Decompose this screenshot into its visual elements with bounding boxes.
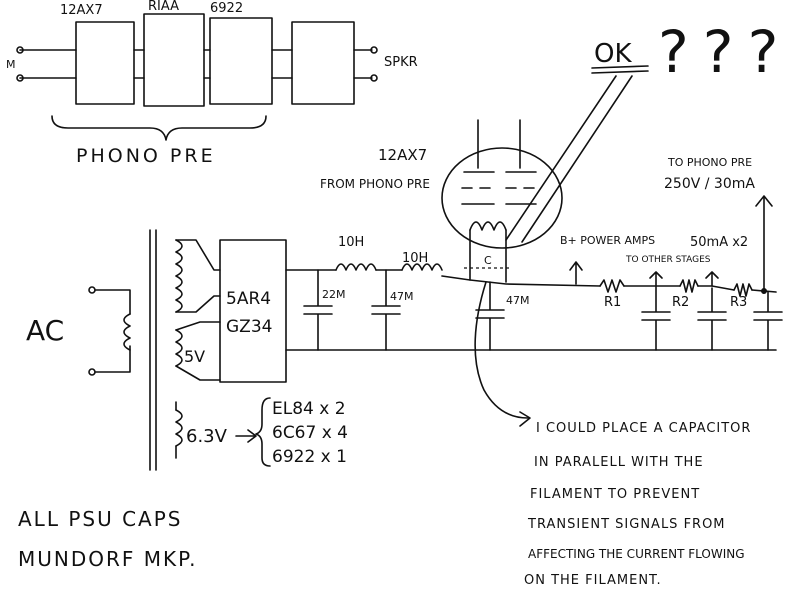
filament-arrow <box>235 429 257 443</box>
speaker-label: SPKR <box>384 55 418 70</box>
filter-cap-3-label: 47M <box>506 294 530 307</box>
stage-label-12ax7: 12AX7 <box>60 3 103 18</box>
phono-supply-line1: TO PHONO PRE <box>667 156 752 169</box>
filament-brace <box>255 397 271 467</box>
filter-cap-1 <box>303 269 333 351</box>
ok-label: OK <box>594 39 632 69</box>
resistor-r2 <box>679 279 699 293</box>
rail-r2-r3 <box>697 285 735 291</box>
filament-cap-label: C <box>484 254 492 267</box>
signal-wires <box>19 49 373 79</box>
filament-tube-3: 6922 x 1 <box>272 447 347 467</box>
rectifier-box <box>219 239 287 383</box>
filament-winding <box>175 409 183 447</box>
stage-box-6922 <box>209 17 273 105</box>
rectifier-label-1: 5AR4 <box>226 289 271 309</box>
filament-voltage-label: 6.3V <box>186 426 228 447</box>
question-note: OK ??? <box>505 18 792 243</box>
capacitor-note: I COULD PLACE A CAPACITOR IN PARALELL WI… <box>474 281 751 588</box>
tube-source-label: FROM PHONO PRE <box>320 177 430 191</box>
current-label: 50mA x2 <box>690 235 748 250</box>
filament-tube-list: EL84 x 2 6C67 x 4 6922 x 1 <box>255 397 348 467</box>
note-line-5: AFFECTING THE CURRENT FLOWING <box>528 547 745 561</box>
note-pointer-curve <box>474 281 529 419</box>
choke-1 <box>335 263 377 271</box>
tube-electrodes <box>461 171 537 205</box>
filter-cap-2-label: 47M <box>390 290 414 303</box>
decoupling-cap-1 <box>641 285 671 351</box>
stage-label-riaa: RIAA <box>148 0 179 14</box>
other-stage-arrow-2 <box>705 271 719 287</box>
filter-cap-1-label: 22M <box>322 288 346 301</box>
transformer-core <box>149 229 157 471</box>
tube-12ax7: 12AX7 FROM PHONO PRE C <box>320 119 563 283</box>
note-line-2: IN PARALELL WITH THE <box>534 455 704 470</box>
filament-leads <box>469 229 507 283</box>
ok-pointer-arrow <box>505 75 633 243</box>
resistor-r1-label: R1 <box>604 295 621 310</box>
choke-2 <box>401 263 443 271</box>
filament-tube-2: 6C67 x 4 <box>272 423 348 443</box>
other-stage-arrow-1 <box>649 271 663 287</box>
phono-pre-bracket <box>51 115 267 141</box>
hv-secondary-wires <box>175 239 221 313</box>
hv-secondary-winding <box>175 239 183 313</box>
filter-cap-2 <box>371 269 401 351</box>
note-pointer-head <box>519 411 531 427</box>
phono-supply: TO PHONO PRE 250V / 30mA <box>664 156 773 291</box>
resistor-r2-label: R2 <box>672 295 689 310</box>
resistor-r3 <box>733 283 753 297</box>
other-stages-label: TO OTHER STAGES <box>625 255 711 265</box>
decoupling-cap-3 <box>753 291 783 351</box>
tube-type-label: 12AX7 <box>378 146 427 164</box>
resistor-r3-label: R3 <box>730 295 747 310</box>
note-line-4: TRANSIENT SIGNALS FROM <box>527 517 726 532</box>
choke-1-label: 10H <box>338 235 364 250</box>
ok-underline <box>591 65 649 74</box>
stage-label-6922: 6922 <box>210 1 243 16</box>
rectifier-label-2: GZ34 <box>226 317 272 337</box>
decoupling-cap-2 <box>697 287 727 351</box>
tube-filament <box>469 221 507 231</box>
note-line-3: FILAMENT TO PREVENT <box>530 487 700 502</box>
phono-supply-line2: 250V / 30mA <box>664 176 755 192</box>
bplus-label: B+ POWER AMPS <box>560 234 655 247</box>
rect-heater-wires <box>175 321 221 381</box>
rect-heater-label: 5V <box>184 347 205 366</box>
ac-input-wires <box>94 289 131 373</box>
bplus-rail-main <box>441 275 601 287</box>
primary-winding <box>123 313 131 351</box>
note-line-6: ON THE FILAMENT. <box>524 573 662 588</box>
choke-2-label: 10H <box>402 251 428 266</box>
tube-plate-leads <box>477 119 521 169</box>
tube-envelope <box>441 147 563 249</box>
top-signal-chain: 12AX7 RIAA 6922 M SPKR PHONO PRE <box>6 0 418 167</box>
junction-dot <box>761 288 767 294</box>
caps-note-line-2: MUNDORF MKP. <box>18 547 197 571</box>
ac-label: AC <box>26 314 64 347</box>
rect-heater-winding <box>175 329 183 367</box>
phono-pre-label: PHONO PRE <box>76 145 216 167</box>
filament-tube-1: EL84 x 2 <box>272 399 346 419</box>
question-marks: ??? <box>658 18 792 86</box>
input-label: M <box>6 58 16 71</box>
resistor-r1 <box>599 279 625 293</box>
caps-note-line-1: ALL PSU CAPS <box>18 507 182 531</box>
filter-cap-3 <box>475 281 505 351</box>
stage-box-12ax7 <box>75 21 135 105</box>
stage-box-riaa <box>143 13 205 107</box>
power-supply: AC 5V 6.3V 5AR4 GZ34 10H 10H 22M <box>26 229 783 471</box>
caps-note: ALL PSU CAPS MUNDORF MKP. <box>18 507 197 571</box>
bplus-power-amps-arrow <box>569 261 583 285</box>
note-line-1: I COULD PLACE A CAPACITOR <box>536 421 751 436</box>
stage-box-output <box>291 21 355 105</box>
phono-supply-arrow <box>755 195 773 291</box>
